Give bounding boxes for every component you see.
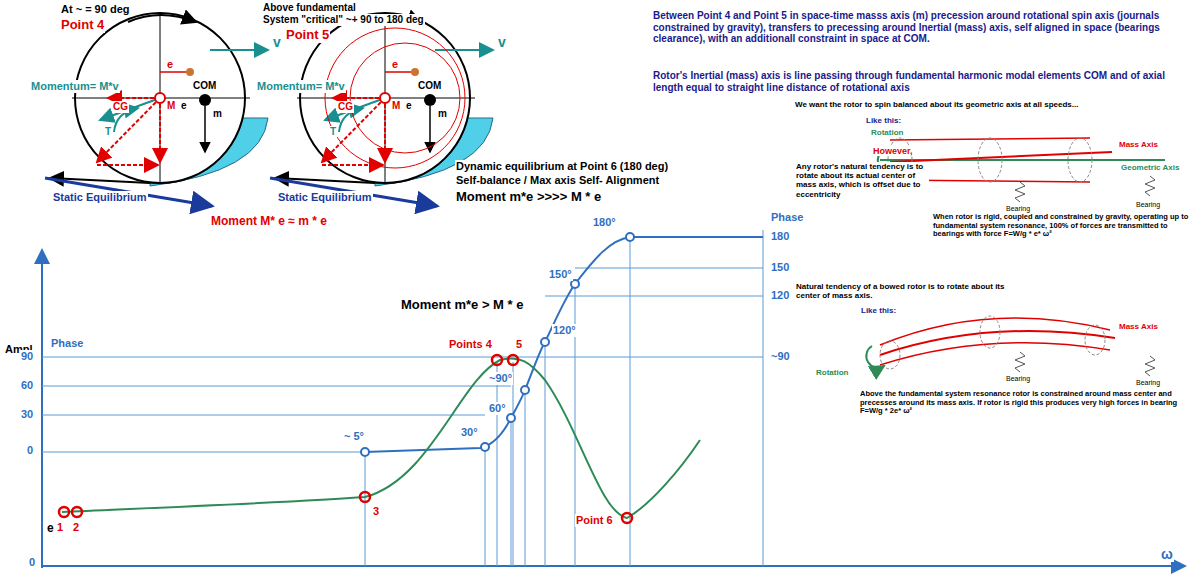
text-label: Mass Axis	[1118, 140, 1159, 149]
text-label: 5	[515, 338, 523, 351]
text-label: 60°	[488, 402, 507, 415]
text-label: 2	[72, 521, 80, 534]
text-label: e	[46, 522, 55, 536]
text-label: Like this:	[860, 306, 897, 315]
text-label: CG	[337, 101, 354, 113]
text-label: m	[212, 108, 223, 120]
text-label: We want the rotor to spin balanced about…	[794, 100, 1196, 109]
text-label: 180°	[592, 216, 617, 229]
text-label: ~90	[770, 350, 791, 363]
text-label: Phase	[770, 211, 804, 224]
text-label: COM	[417, 80, 442, 92]
text-label: v	[272, 34, 282, 50]
text-label: Rotor's Inertial (mass) axis is line pas…	[652, 70, 1194, 93]
text-label: e	[166, 58, 174, 71]
text-label: M	[391, 100, 401, 112]
text-label: 30	[20, 408, 34, 421]
text-label: e	[180, 100, 188, 112]
text-label: Above the fundamental system resonance r…	[859, 390, 1196, 416]
text-label: 120	[770, 289, 790, 302]
text-label: 150	[770, 261, 790, 274]
text-label: Static Equilibrium	[52, 191, 148, 204]
text-label: Momentum= M*v	[256, 80, 346, 93]
text-label: Geometric Axis	[1120, 163, 1180, 172]
text-label: ~90°	[488, 372, 513, 385]
text-label: Natural tendency of a bowed rotor is to …	[795, 282, 1017, 300]
text-label: Phase	[50, 337, 84, 350]
text-label: T	[329, 126, 337, 138]
text-label: Momentum= M*v	[30, 80, 120, 93]
text-label: T	[104, 126, 112, 138]
text-label: At ~ = 90 deg	[60, 3, 130, 16]
text-label: Point 4	[60, 18, 105, 33]
text-label: However,	[872, 146, 914, 156]
text-label: System "critical" ~+ 90 to 180 deg	[262, 14, 425, 26]
text-label: Point 6	[575, 514, 614, 527]
text-label: v	[497, 34, 507, 50]
text-label: 180	[770, 230, 790, 243]
text-label: Moment m*e > M * e	[400, 298, 524, 313]
text-label: 90	[20, 350, 34, 363]
text-label: 30°	[460, 426, 479, 439]
text-label: Above fundamental	[262, 2, 357, 14]
text-label: Self-balance / Max axis Self- Alignment	[455, 174, 660, 187]
text-label: Between Point 4 and Point 5 in space-tim…	[652, 10, 1194, 45]
text-label: Moment M* e ≈ m * e	[210, 215, 328, 229]
text-label: Dynamic equilibrium at Point 6 (180 deg)	[455, 160, 669, 173]
text-label: 150°	[548, 268, 573, 281]
text-label: Mass Axis	[1118, 322, 1159, 331]
text-label: e	[405, 100, 413, 112]
text-label: Rotation	[870, 128, 904, 137]
text-label: 0	[26, 444, 34, 457]
text-label: 3	[372, 505, 380, 518]
text-label: Any rotor's natural tendency is to rotat…	[795, 162, 929, 199]
text-label: Moment m*e >>>> M * e	[455, 190, 602, 205]
text-label: Bearing	[1005, 375, 1031, 383]
text-label: M	[166, 100, 176, 112]
text-label: 120°	[552, 324, 577, 337]
text-label: ω	[1160, 546, 1174, 562]
text-label: e	[391, 58, 399, 71]
text-label: m	[437, 108, 448, 120]
text-label: Points 4	[448, 338, 493, 351]
text-label: When rotor is rigid, coupled and constra…	[932, 213, 1196, 239]
text-label: Bearing	[1005, 205, 1031, 213]
text-label: Like this:	[865, 116, 902, 125]
text-label: Bearing	[1135, 379, 1161, 387]
text-label: CG	[112, 101, 129, 113]
text-label: ~ 5°	[343, 430, 365, 443]
text-label: Point 5	[285, 28, 330, 43]
text-label: 1	[56, 521, 64, 534]
text-label: 0	[28, 556, 36, 569]
text-label: 60	[20, 379, 34, 392]
text-label: Static Equilibrium	[277, 191, 373, 204]
text-label: COM	[192, 80, 217, 92]
text-label: Rotation	[815, 368, 849, 377]
text-label: Bearing	[1135, 201, 1161, 209]
